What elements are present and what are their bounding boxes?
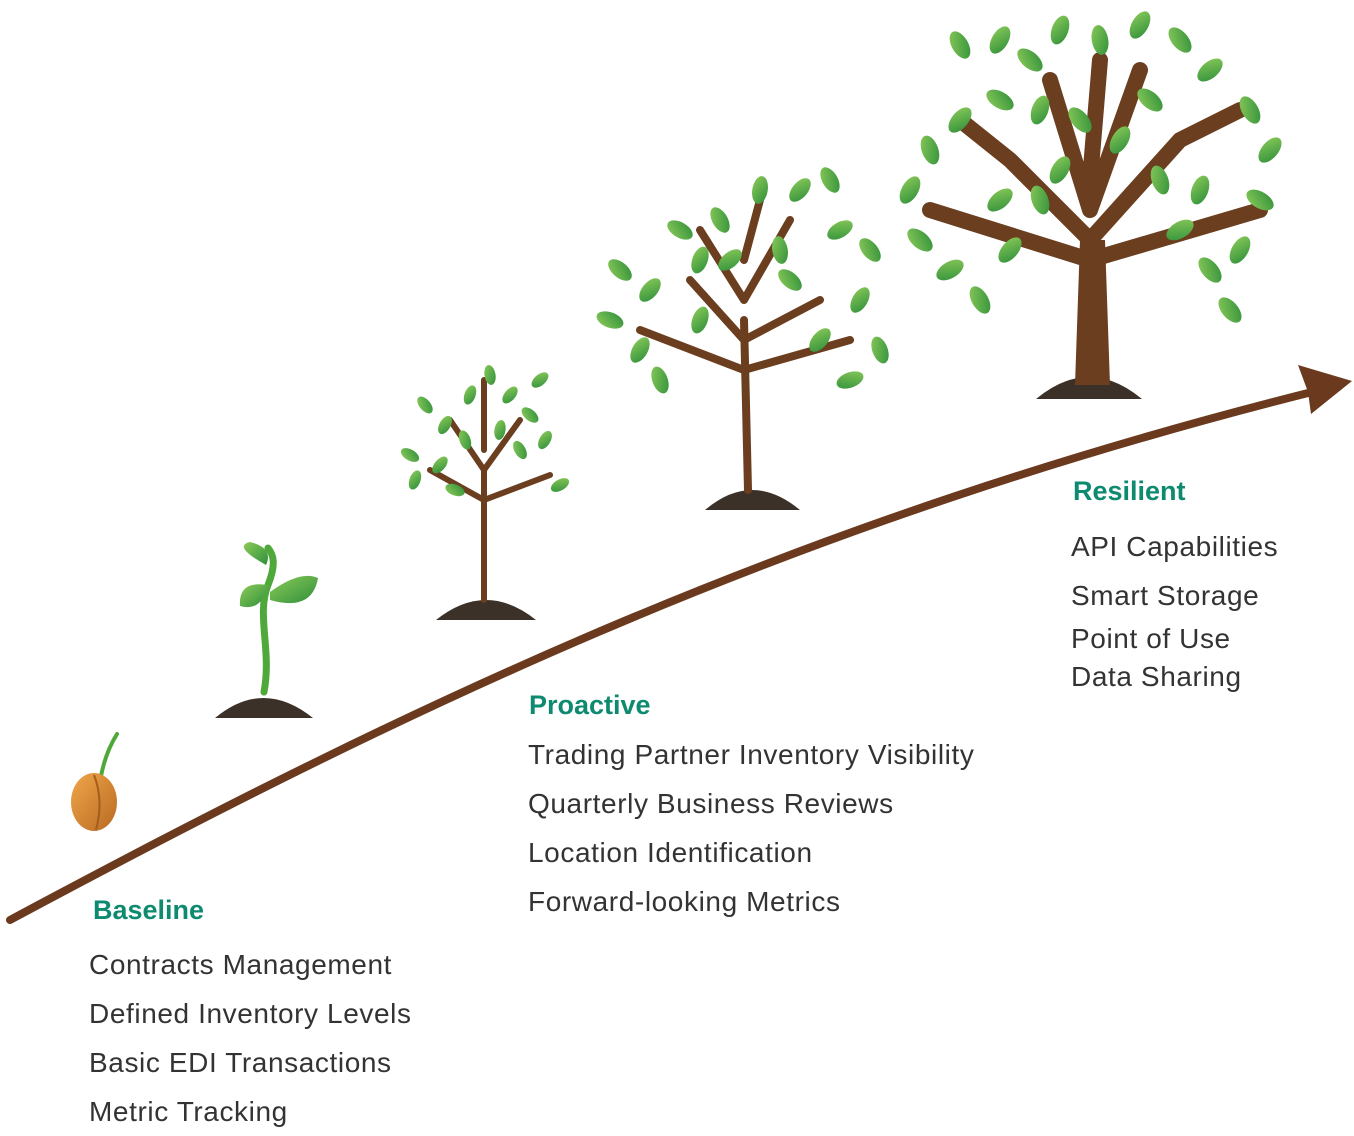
stage-list-resilient: API Capabilities Smart Storage Point of …	[1071, 522, 1291, 696]
leaf	[531, 372, 549, 388]
sapling-icon	[400, 365, 570, 620]
leaf	[1068, 107, 1092, 133]
leaf	[1109, 126, 1131, 154]
leaf	[651, 366, 669, 394]
leaf	[1229, 236, 1251, 264]
leaf	[1137, 88, 1163, 112]
leaf	[1198, 257, 1222, 283]
leaf	[718, 249, 742, 271]
list-item: Trading Partner Inventory Visibility	[528, 739, 975, 770]
leaf	[1258, 137, 1282, 163]
leaf	[494, 420, 506, 440]
list-item: Location Identification	[528, 837, 813, 868]
leaf	[667, 220, 693, 240]
list-item: Point of Use Data Sharing	[1071, 623, 1242, 692]
leaf	[986, 89, 1014, 111]
leaf	[445, 483, 465, 497]
leaf	[417, 396, 433, 414]
leaf	[899, 176, 921, 204]
stage-list-proactive: Trading Partner Inventory Visibility Qua…	[528, 730, 974, 926]
leaf	[989, 26, 1011, 54]
leaf	[1218, 297, 1242, 323]
mature-tree-icon	[899, 11, 1282, 399]
list-item: Defined Inventory Levels	[89, 998, 412, 1029]
leaf	[987, 188, 1013, 212]
leaf	[1049, 156, 1071, 184]
leaf	[1030, 185, 1050, 215]
sprout-icon	[215, 542, 318, 718]
leaf	[463, 385, 477, 405]
leaf	[691, 246, 709, 274]
leaf	[596, 311, 624, 329]
leaf	[639, 278, 661, 302]
leaf	[400, 448, 420, 462]
leaf	[1150, 165, 1170, 195]
leaf	[998, 237, 1022, 263]
leaf	[969, 286, 991, 314]
leaf	[458, 430, 472, 450]
list-item: API Capabilities	[1071, 531, 1279, 562]
leaf	[850, 287, 870, 313]
leaf	[859, 238, 881, 262]
leaf	[408, 470, 422, 490]
leaf	[948, 107, 972, 133]
leaf	[772, 236, 788, 264]
leaf	[438, 415, 452, 435]
list-item: Smart Storage	[1071, 580, 1260, 611]
leaf	[827, 220, 853, 240]
leaf	[907, 228, 933, 252]
stage-title-resilient: Resilient	[1073, 476, 1186, 506]
leaf	[691, 306, 709, 334]
leaf	[432, 456, 448, 474]
leaf	[1166, 219, 1194, 241]
leaf	[1017, 48, 1043, 72]
leaf	[710, 207, 730, 233]
stage-title-proactive: Proactive	[529, 690, 651, 720]
leaf	[1050, 15, 1070, 45]
list-item: Contracts Management	[89, 949, 393, 980]
list-item: Metric Tracking	[89, 1096, 288, 1127]
leaf	[521, 407, 539, 423]
growth-arrow	[6, 365, 1352, 924]
leaf	[1190, 175, 1210, 205]
leaf	[778, 269, 802, 291]
leaf	[789, 178, 811, 202]
seed-icon	[71, 732, 119, 831]
leaf	[1239, 96, 1261, 124]
leaf	[836, 371, 864, 389]
leaf	[936, 259, 964, 281]
leaf	[752, 176, 768, 204]
list-item: Basic EDI Transactions	[89, 1047, 392, 1078]
leaf	[484, 365, 496, 385]
leaf	[630, 337, 650, 363]
list-item: Forward-looking Metrics	[528, 886, 841, 917]
leaf	[538, 430, 552, 450]
leaf	[513, 440, 527, 460]
leaf	[1091, 25, 1109, 55]
leaf	[920, 135, 940, 165]
leaf	[1129, 11, 1151, 39]
leaf	[608, 259, 632, 281]
leaf	[820, 167, 840, 193]
leaf	[550, 478, 570, 492]
leaf	[1246, 189, 1274, 211]
leaf	[871, 336, 889, 364]
leaf	[949, 31, 971, 59]
stage-list-baseline: Contracts Management Defined Inventory L…	[89, 940, 412, 1136]
stage-title-baseline: Baseline	[93, 895, 205, 925]
list-item: Quarterly Business Reviews	[528, 788, 894, 819]
leaf	[502, 386, 518, 404]
leaf	[1030, 95, 1050, 125]
leaf	[1197, 58, 1223, 82]
young-tree-icon	[596, 167, 889, 510]
leaf	[809, 328, 831, 352]
leaf	[1168, 27, 1192, 53]
